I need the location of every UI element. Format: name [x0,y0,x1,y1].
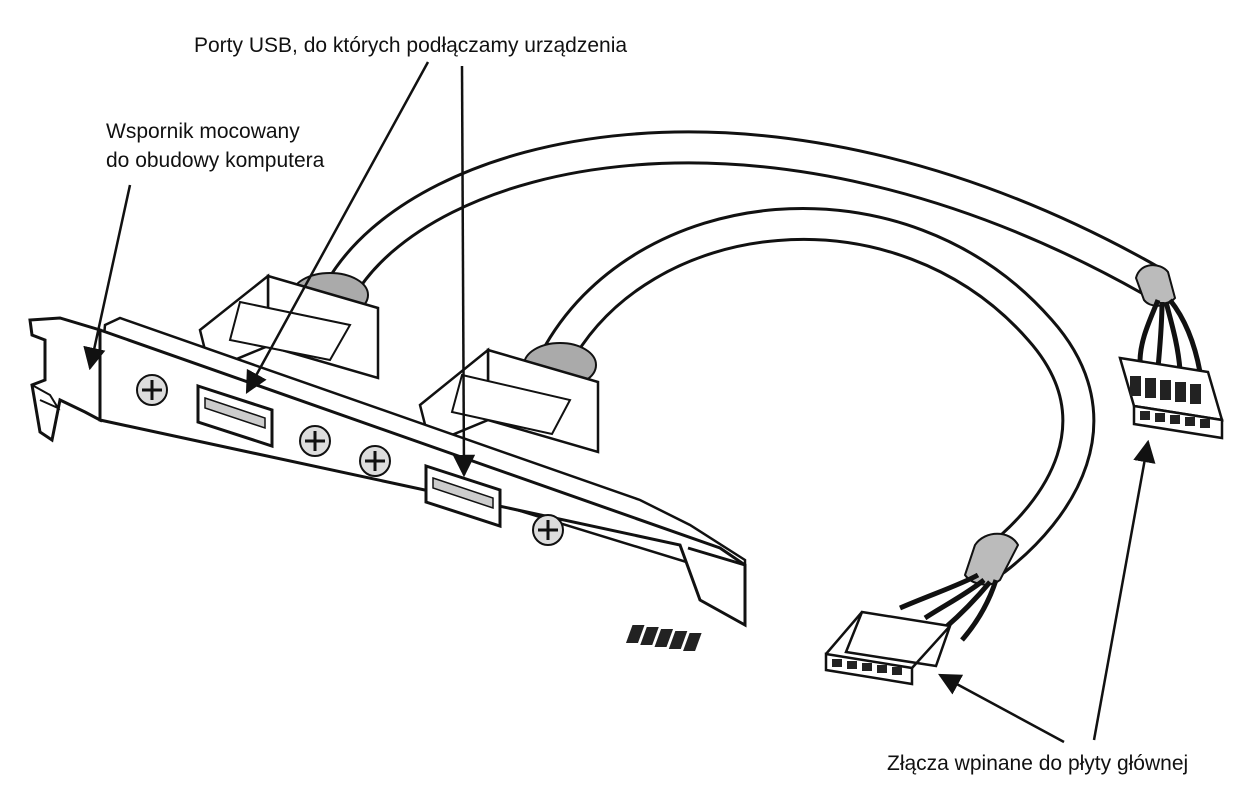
arrow-to-bracket [83,184,132,371]
ports-caption: Porty USB, do których podłączamy urządze… [194,34,628,57]
arrow-to-port-1 [245,61,430,394]
bracket-plate [28,316,747,628]
screws [136,374,564,546]
upper-header-connector [1118,264,1224,440]
arrow-to-port-2 [452,65,476,478]
bracket-caption-line1: Wspornik mocowany [106,120,300,143]
lower-header-connector [625,532,1020,686]
arrow-to-lower-connector [938,673,1065,744]
bracket-caption-line2: do obudowy komputera [106,149,325,172]
callout-arrows [83,61,1156,744]
usb-ports [196,383,502,529]
arrow-to-upper-connector [1092,439,1156,741]
connectors-caption: Złącza wpinane do płyty głównej [887,752,1189,775]
outer-cable [323,130,1167,307]
inner-cable [538,206,1096,577]
